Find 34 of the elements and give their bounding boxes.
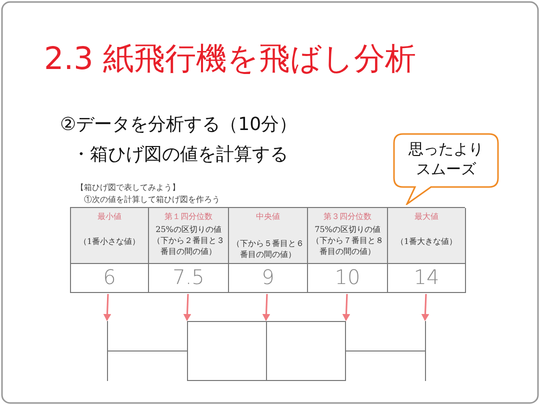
arrow	[342, 294, 350, 321]
header-note: 75%の区切りの値	[314, 224, 380, 235]
whisker-end	[425, 321, 426, 381]
whisker-line	[346, 350, 426, 352]
header-note: （1番小さな値）	[78, 236, 140, 247]
header-note: （下から２番目と３番目の間の値）	[152, 235, 226, 257]
worksheet-heading: 【箱ひげ図で表してみよう】	[76, 182, 180, 193]
header-note: （下から７番目と８番目の間の値）	[310, 235, 384, 257]
arrow	[183, 294, 192, 321]
handwritten-value: 6	[71, 263, 149, 293]
box-plot-box	[266, 321, 346, 381]
handwritten-value: 7.5	[149, 263, 229, 293]
column-header: 最小値	[98, 211, 122, 222]
column-header: 最大値	[414, 211, 438, 222]
bullet-text: ・箱ひげ図の値を計算する	[72, 143, 288, 166]
box-plot-box	[187, 321, 267, 381]
header-note: 25%の区切りの値	[156, 224, 222, 235]
handwritten-value: 14	[388, 263, 466, 293]
handwritten-value: 10	[308, 263, 388, 293]
header-note: （下から５番目と６番目の間の値）	[231, 238, 305, 260]
arrow	[262, 294, 270, 321]
worksheet-instruction: ①次の値を計算して箱ひげ図を作ろう	[84, 194, 220, 205]
bubble-text: 思ったよりスムーズ	[408, 139, 484, 179]
slide-title: 2.3 紙飛行機を飛ばし分析	[44, 40, 416, 79]
section-heading: ②データを分析する（10分）	[60, 113, 298, 136]
arrow	[103, 294, 112, 321]
whisker-line	[108, 350, 188, 352]
handwritten-value: 9	[229, 263, 308, 293]
whisker-end	[107, 321, 108, 381]
column-header: 中央値	[256, 211, 280, 222]
column-header: 第３四分位数	[324, 211, 372, 222]
header-note: （1番大きな値）	[396, 236, 458, 247]
arrow	[421, 294, 430, 321]
column-header: 第１四分位数	[164, 211, 212, 222]
